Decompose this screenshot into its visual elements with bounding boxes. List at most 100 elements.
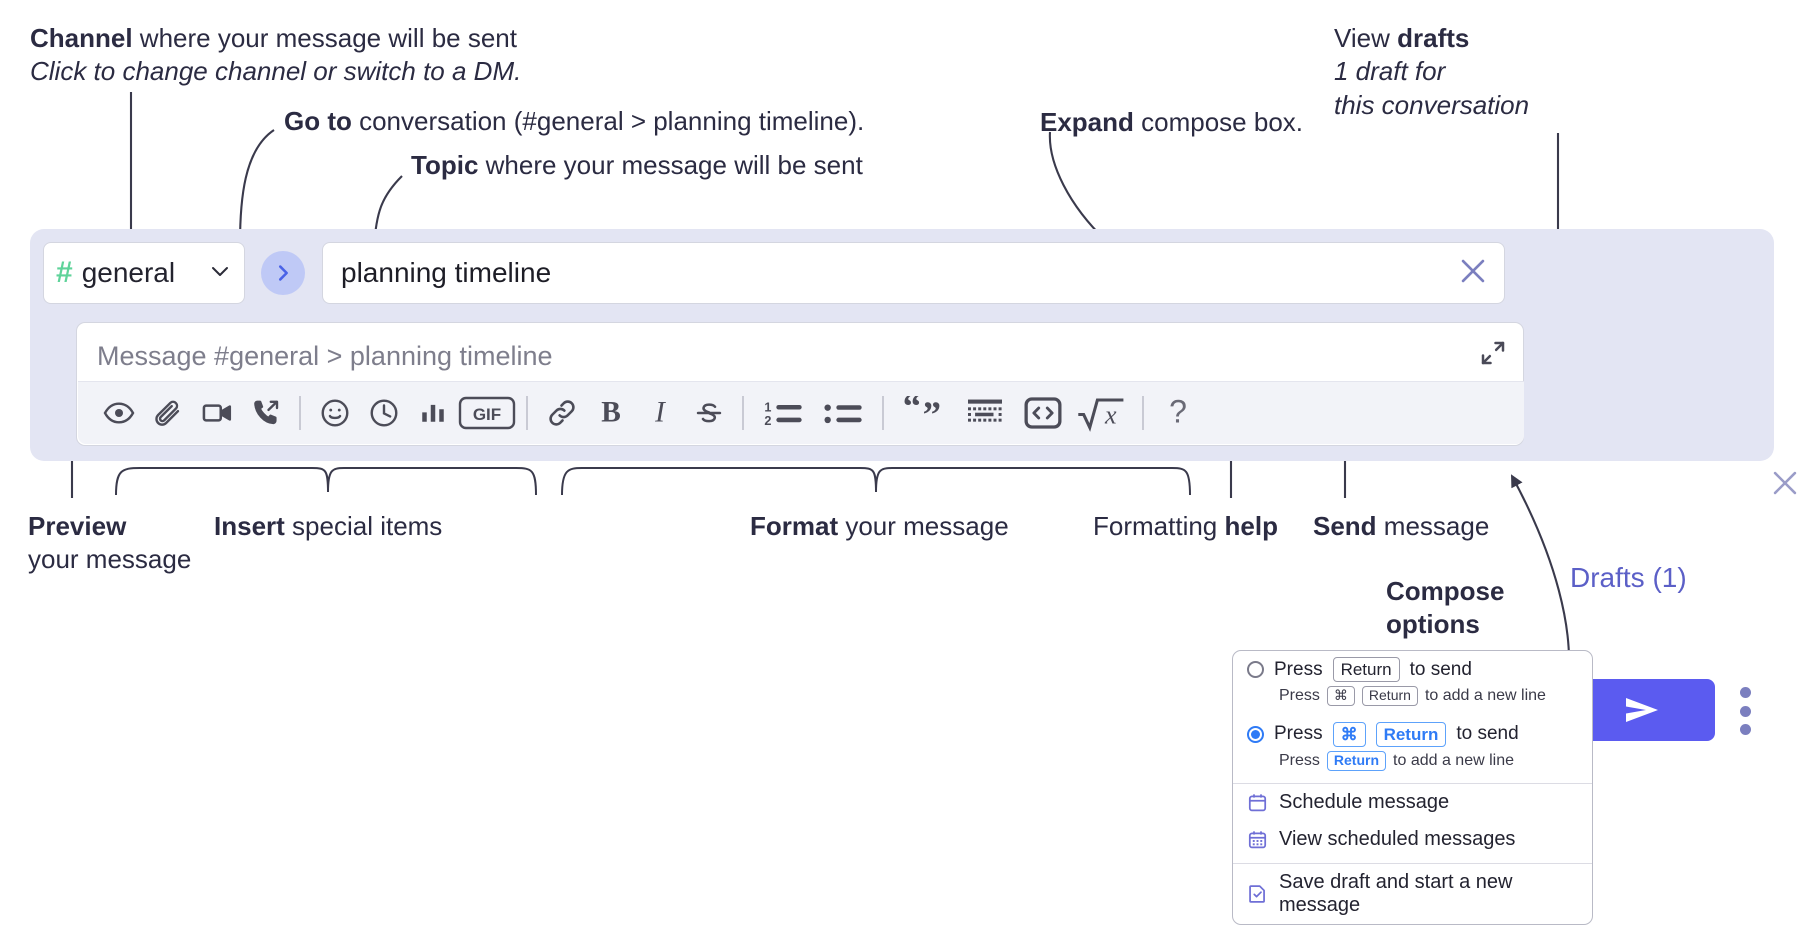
annotation-insert-rest: special items (284, 511, 443, 541)
send-option-cmd-suffix: to send (1456, 723, 1519, 745)
svg-text:”: ” (923, 396, 941, 430)
send-button[interactable] (1569, 679, 1715, 741)
chevron-right-icon (278, 265, 288, 281)
annotation-channel: Channel where your message will be sent … (30, 22, 521, 89)
drafts-link[interactable]: Drafts (1) (1570, 562, 1687, 593)
annotation-channel-rest: where your message will be sent (132, 23, 517, 53)
key-return: Return (1332, 657, 1400, 683)
bold-icon[interactable]: B (586, 389, 635, 438)
menu-divider (1233, 782, 1592, 784)
gif-icon[interactable]: GIF (457, 389, 517, 438)
svg-text:1: 1 (764, 401, 771, 415)
channel-selector[interactable]: # general (43, 242, 245, 304)
annotation-format-rest: your message (838, 511, 1009, 541)
italic-icon[interactable]: I (635, 389, 684, 438)
send-option-cmd-return[interactable]: Press ⌘ Return to send (1233, 713, 1592, 749)
annotation-compose-options-bold1: Compose (1386, 576, 1505, 606)
bar-chart-icon (421, 404, 444, 422)
annotation-drafts-bold: drafts (1397, 23, 1470, 53)
annotation-drafts-italic2: this conversation (1334, 89, 1530, 120)
goto-conversation-button[interactable] (261, 251, 305, 295)
annotation-format: Format your message (750, 510, 1009, 543)
annotation-insert: Insert special items (214, 510, 442, 543)
clock-icon[interactable] (359, 389, 408, 438)
annotation-channel-bold: Channel (30, 23, 133, 53)
hash-icon: # (56, 256, 73, 289)
annotation-topic-rest: where your message will be sent (478, 150, 863, 180)
sub2-suffix: to add a new line (1393, 751, 1515, 769)
sub1-suffix: to add a new line (1424, 687, 1546, 704)
annotation-send-bold: Send (1313, 511, 1377, 541)
annotation-drafts-italic1: 1 draft for (1334, 56, 1446, 87)
svg-text:?: ? (1169, 397, 1187, 429)
send-option-cmd-press: Press (1274, 723, 1323, 745)
calendar-schedule-icon (1247, 792, 1268, 813)
clear-topic-icon[interactable] (1456, 254, 1490, 293)
annotation-expand: Expand compose box. (1040, 106, 1303, 139)
kebab-dot (1739, 724, 1751, 735)
menu-item-schedule-message[interactable]: Schedule message (1233, 784, 1592, 821)
key-return: Return (1361, 686, 1418, 706)
svg-text:“: “ (903, 396, 921, 427)
radio-return[interactable] (1247, 661, 1264, 679)
video-camera-icon[interactable] (192, 389, 241, 438)
toolbar-divider (742, 396, 744, 430)
expand-compose-button[interactable] (1478, 338, 1510, 370)
formatting-help-icon[interactable]: ? (1153, 389, 1202, 438)
annotation-topic-bold: Topic (411, 150, 479, 180)
math-icon[interactable]: x (1071, 389, 1133, 438)
toolbar-divider (882, 396, 884, 430)
message-placeholder: Message #general > planning timeline (97, 341, 553, 371)
toolbar-divider (1142, 396, 1144, 430)
toolbar-divider (299, 396, 301, 430)
inline-code-icon[interactable] (1015, 389, 1071, 438)
strikethrough-icon[interactable] (684, 389, 733, 438)
close-icon (1773, 471, 1797, 495)
menu-divider (1233, 862, 1592, 864)
emoji-smiley-icon[interactable] (310, 389, 359, 438)
menu-item-view-scheduled[interactable]: View scheduled messages (1233, 821, 1592, 858)
send-option-return-suffix: to send (1409, 658, 1472, 680)
close-compose-icon[interactable] (1768, 466, 1802, 500)
svg-text:2: 2 (764, 414, 771, 428)
code-block-icon[interactable] (955, 389, 1015, 438)
attachment-paperclip-icon[interactable] (143, 389, 192, 438)
preview-eye-icon[interactable] (94, 389, 143, 438)
bulleted-list-icon[interactable] (813, 389, 873, 438)
key-command: ⌘ (1326, 686, 1355, 706)
annotation-help-lead: Formatting (1093, 511, 1225, 541)
annotation-format-bold: Format (750, 511, 839, 541)
menu-item-save-draft[interactable]: Save draft and start a new message (1233, 864, 1592, 924)
message-input-box[interactable]: Message #general > planning timeline (76, 322, 1524, 446)
link-icon[interactable] (537, 389, 586, 438)
compose-options-menu-button[interactable] (1733, 687, 1757, 735)
annotation-help-bold: help (1224, 511, 1278, 541)
send-option-return-sub: Press ⌘ Return to add a new line (1233, 684, 1592, 713)
menu-item-label: View scheduled messages (1279, 827, 1516, 850)
send-option-return-press: Press (1274, 658, 1323, 680)
radio-cmd-return[interactable] (1247, 725, 1264, 743)
annotation-send: Send message (1313, 510, 1489, 543)
annotation-help: Formatting help (1093, 510, 1278, 543)
sub2-press: Press (1279, 751, 1320, 769)
annotation-drafts: View drafts 1 draft for this conversatio… (1334, 22, 1529, 122)
audio-call-icon[interactable] (241, 389, 290, 438)
compose-options-dropdown: Press Return to send Press ⌘ Return to a… (1232, 650, 1593, 925)
topic-input[interactable]: planning timeline (322, 242, 1505, 304)
compose-panel: # general planning timeline Message #gen… (30, 229, 1797, 741)
svg-text:x: x (1104, 401, 1117, 430)
blockquote-icon[interactable]: “” (893, 389, 955, 438)
chevron-down-icon (208, 259, 232, 288)
annotation-drafts-lead: View (1334, 23, 1398, 53)
kebab-dot (1739, 705, 1751, 717)
send-option-return[interactable]: Press Return to send (1233, 651, 1592, 684)
key-command: ⌘ (1332, 721, 1366, 747)
poll-bar-chart-icon[interactable] (408, 389, 457, 438)
annotation-compose-options-bold2: options (1386, 609, 1480, 640)
annotation-preview-bold: Preview (28, 511, 127, 541)
annotation-channel-italic: Click to change channel or switch to a D… (30, 56, 522, 87)
key-return: Return (1375, 721, 1447, 747)
save-draft-icon (1247, 883, 1268, 904)
